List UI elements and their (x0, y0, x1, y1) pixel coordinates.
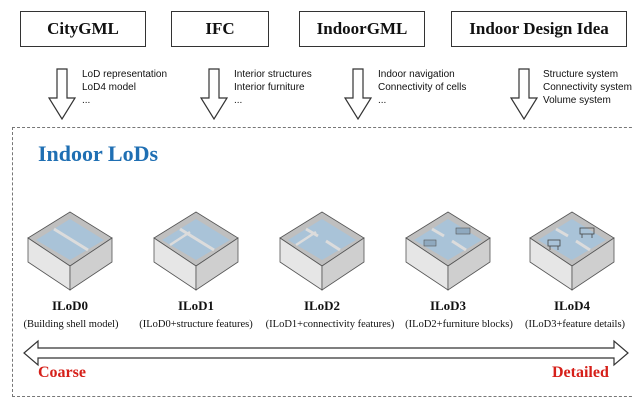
indoor-design-idea-box: Indoor Design Idea (451, 11, 627, 47)
coarse-detailed-arrow-icon (23, 339, 629, 367)
ilod2-desc: (ILoD1+connectivity features) (265, 319, 395, 330)
note-line: Interior structures (234, 69, 312, 80)
indoorgml-box: IndoorGML (299, 11, 425, 47)
ilod1-name: ILoD1 (177, 298, 215, 313)
down-arrow-icon (200, 68, 228, 120)
ilod4-name: ILoD4 (553, 298, 591, 313)
detailed-label: Detailed (552, 364, 609, 381)
design-idea-notes: Structure system Connectivity system Vol… (543, 68, 632, 107)
down-arrow-icon (344, 68, 372, 120)
ilod3-name: ILoD3 (429, 298, 467, 313)
ilod4-model (529, 211, 615, 291)
coarse-label: Coarse (38, 364, 86, 381)
note-line: ... (234, 95, 243, 106)
note-line: LoD representation (82, 69, 168, 80)
note-line: Volume system (543, 95, 611, 106)
ilod4-desc: (ILoD3+feature details) (524, 319, 626, 330)
down-arrow-icon (48, 68, 76, 120)
ilod1-desc: (ILoD0+structure features) (139, 319, 253, 330)
note-line: ... (378, 95, 387, 106)
ilod0-name: ILoD0 (51, 298, 89, 313)
panel-title: Indoor LoDs (38, 141, 159, 166)
note-line: Interior furniture (234, 82, 305, 93)
ilod3-model (405, 211, 491, 291)
down-arrow-icon (510, 68, 538, 120)
ilod2-model (279, 211, 365, 291)
ilod2-name: ILoD2 (303, 298, 341, 313)
ilod3-desc: (ILoD2+furniture blocks) (405, 319, 513, 330)
note-line: LoD4 model (82, 82, 136, 93)
note-line: Connectivity system (543, 82, 632, 93)
note-line: Connectivity of cells (378, 82, 467, 93)
ilod0-model (27, 211, 113, 291)
ilod1-model (153, 211, 239, 291)
note-line: Structure system (543, 69, 619, 80)
ifc-notes: Interior structures Interior furniture .… (234, 68, 312, 107)
note-line: Indoor navigation (378, 69, 455, 80)
note-line: ... (82, 95, 91, 106)
indoorgml-notes: Indoor navigation Connectivity of cells … (378, 68, 466, 107)
ifc-box: IFC (171, 11, 269, 47)
citygml-notes: LoD representation LoD4 model ... (82, 68, 167, 107)
ilod0-desc: (Building shell model) (23, 319, 119, 330)
citygml-box: CityGML (20, 11, 146, 47)
